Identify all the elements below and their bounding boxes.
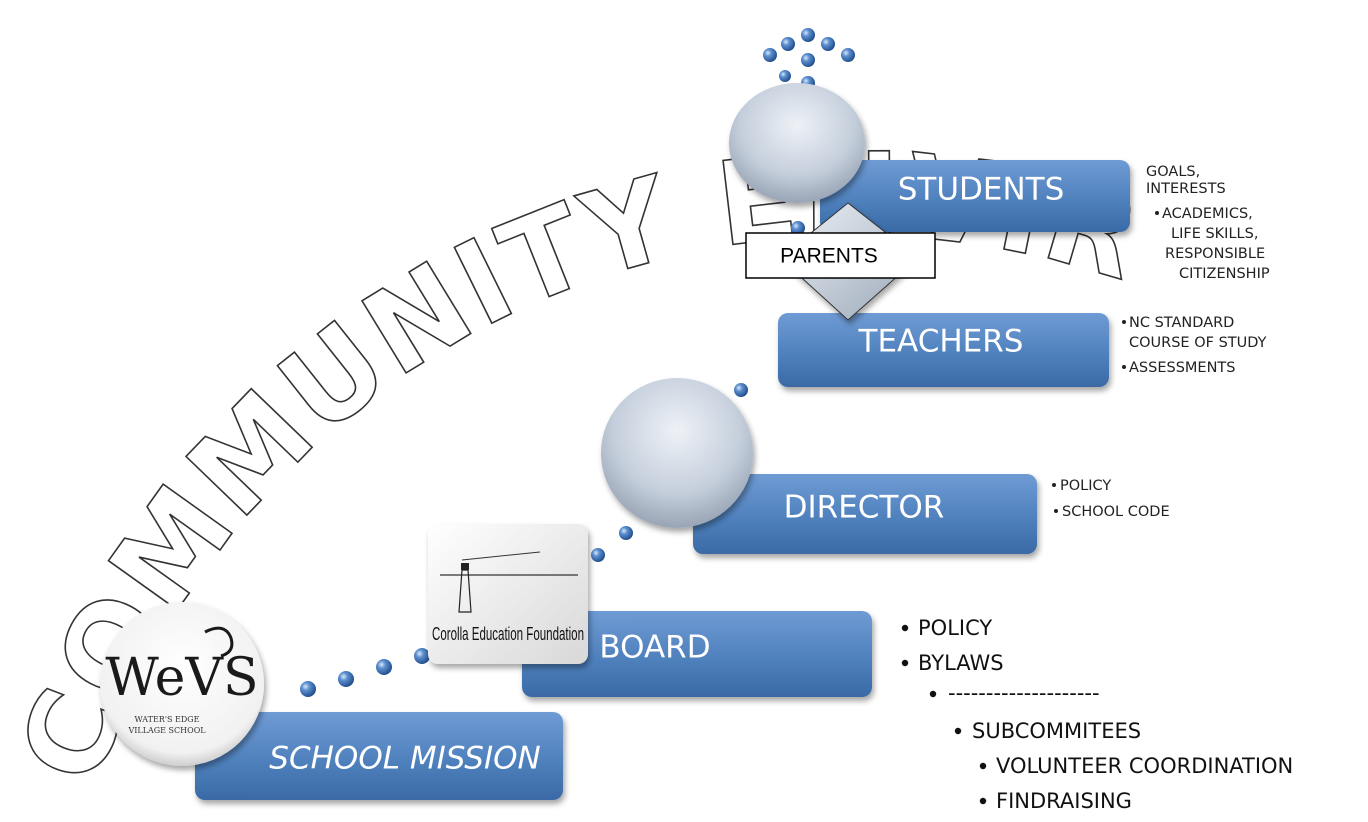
level-teachers: TEACHERS xyxy=(778,313,1109,387)
school-mission-box xyxy=(195,712,563,800)
director-label: DIRECTOR xyxy=(784,490,945,526)
board-note-bylaws: BYLAWS xyxy=(918,651,1004,675)
bullet-dot xyxy=(929,690,937,698)
level-students: STUDENTS xyxy=(820,160,1130,232)
board-note-volunteer-coordination: VOLUNTEER COORDINATION xyxy=(996,754,1293,778)
teachers-note-course-of-study: COURSE OF STUDY xyxy=(1129,335,1267,351)
connector-dot xyxy=(414,648,430,664)
director-box xyxy=(693,474,1037,554)
students-label: STUDENTS xyxy=(898,172,1065,208)
bullet-dot xyxy=(979,797,987,805)
connector-dot xyxy=(338,671,354,687)
teachers-box xyxy=(778,313,1109,387)
wevs-logo-line2: VILLAGE SCHOOL xyxy=(127,726,206,735)
students-note-life-skills: LIFE SKILLS, xyxy=(1171,226,1258,242)
wevs-logo-text: WeVS xyxy=(105,648,258,708)
connector-dot xyxy=(619,526,633,540)
level-director: DIRECTOR xyxy=(693,474,1037,554)
parents-label: PARENTS xyxy=(780,245,878,268)
connector-dot xyxy=(841,48,855,62)
students-box xyxy=(820,160,1130,232)
students-notes: GOALS, INTERESTS ACADEMICS, LIFE SKILLS,… xyxy=(1146,164,1270,282)
students-disc xyxy=(729,83,865,203)
cef-logo-text: Corolla Education Foundation xyxy=(432,624,584,644)
connector-dot xyxy=(781,37,795,51)
connector-dot xyxy=(821,37,835,51)
students-note-citizenship: CITIZENSHIP xyxy=(1179,266,1270,282)
wevs-logo: WeVS WATER'S EDGE VILLAGE SCHOOL xyxy=(100,602,264,766)
teachers-notes: NC STANDARD COURSE OF STUDY ASSESSMENTS xyxy=(1122,315,1267,376)
connector-dot xyxy=(791,221,805,235)
board-note-separator: -------------------- xyxy=(948,681,1100,705)
school-mission-label: SCHOOL MISSION xyxy=(269,741,540,777)
students-note-academics: ACADEMICS, xyxy=(1162,206,1253,222)
connector-dot xyxy=(734,383,748,397)
connector-dots xyxy=(300,28,855,697)
bullet-dot xyxy=(1122,365,1126,369)
connector-dot xyxy=(376,659,392,675)
wevs-swirl-icon xyxy=(204,626,234,658)
bullet-dot xyxy=(1052,483,1056,487)
wevs-logo-disc xyxy=(100,602,264,766)
bullet-dot xyxy=(1122,320,1126,324)
parents-node: PARENTS xyxy=(745,202,936,321)
bullet-dot xyxy=(954,727,962,735)
bullet-dot xyxy=(901,624,909,632)
bullet-dot xyxy=(1054,509,1058,513)
board-note-policy: POLICY xyxy=(918,616,992,640)
level-school-mission: SCHOOL MISSION xyxy=(195,712,563,800)
director-note-school-code: SCHOOL CODE xyxy=(1062,504,1170,520)
bullet-dot xyxy=(901,659,909,667)
students-disc-shape xyxy=(729,83,865,203)
connector-dot xyxy=(779,70,791,82)
director-disc xyxy=(601,378,753,528)
board-box xyxy=(522,611,872,697)
connector-dot xyxy=(801,53,815,67)
cef-logo: Corolla Education Foundation xyxy=(428,524,588,664)
lighthouse-lamp xyxy=(461,563,469,570)
bullet-dot xyxy=(1155,211,1159,215)
parents-label-box xyxy=(745,232,936,279)
teachers-note-assessments: ASSESSMENTS xyxy=(1129,360,1235,376)
director-notes: POLICY SCHOOL CODE xyxy=(1052,478,1170,520)
students-note-goals: GOALS, xyxy=(1146,164,1200,180)
bullet-dot xyxy=(979,762,987,770)
wevs-logo-line1: WATER'S EDGE xyxy=(134,715,199,724)
students-note-interests: INTERESTS xyxy=(1146,181,1226,197)
director-note-policy: POLICY xyxy=(1060,478,1111,494)
teachers-label: TEACHERS xyxy=(858,324,1024,360)
connector-dot xyxy=(300,681,316,697)
connector-dot xyxy=(801,28,815,42)
students-note-responsible: RESPONSIBLE xyxy=(1165,246,1265,262)
connector-dot xyxy=(763,48,777,62)
cef-horizon-line xyxy=(461,551,541,561)
teachers-note-nc-standard: NC STANDARD xyxy=(1129,315,1234,331)
director-disc-shape xyxy=(601,378,753,528)
connector-dot xyxy=(591,548,605,562)
board-note-subcommitees: SUBCOMMITEES xyxy=(972,719,1141,743)
board-label: BOARD xyxy=(599,630,710,666)
board-note-findraising: FINDRAISING xyxy=(996,789,1132,813)
level-board: BOARD xyxy=(522,611,872,697)
board-notes: POLICY BYLAWS -------------------- SUBCO… xyxy=(901,616,1293,813)
